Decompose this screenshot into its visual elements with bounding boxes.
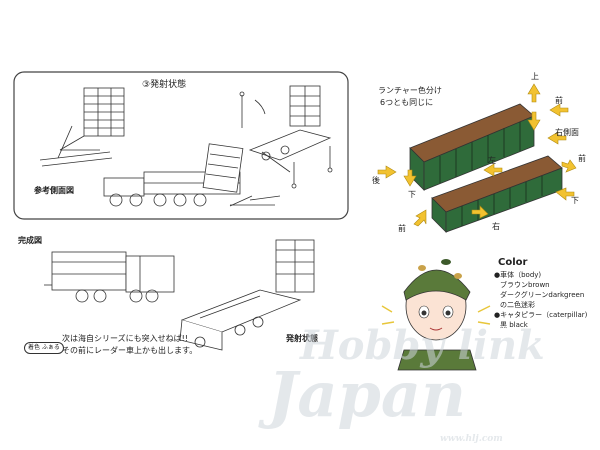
dir-down-2: 下 (571, 196, 579, 205)
color-body-brown: ブラウンbrown (500, 281, 550, 289)
arrow-up-icon (527, 83, 541, 103)
completed-label: 完成図 (18, 236, 42, 245)
note-line-2: その前にレーダー車上かも出します。 (62, 346, 198, 355)
firing-pointer-arrow (229, 195, 253, 207)
dir-down-1: 下 (408, 190, 416, 199)
firing-state-label: 発射状態 (286, 334, 318, 343)
arrow-down-left-icon (403, 169, 417, 187)
firing-truck-drawing (103, 143, 281, 207)
arrow-left-icon (483, 163, 503, 177)
color-cat-label: ●キャタピラー（caterpillar) (494, 311, 588, 319)
launcher-colors-subtitle: 6つとも同じに (380, 98, 434, 107)
dir-front-1: 前 (555, 96, 563, 105)
dir-up: 上 (531, 72, 539, 81)
mascot-illustration (381, 259, 491, 371)
launcher-canister-lower (431, 155, 563, 233)
color-body-label: ●車体（body) (494, 271, 542, 279)
arrow-back-icon (377, 165, 397, 179)
launcher-colors-title: ランチャー色分け (378, 86, 442, 95)
completed-firing-truck-drawing (179, 239, 315, 351)
note-line-1: 次は海自シリーズにも突入せねば!! (62, 334, 189, 343)
dir-right: 右 (492, 222, 500, 231)
color-body-darkgreen: ダークグリーンdarkgreen (500, 291, 585, 299)
direction-arrows (377, 83, 577, 227)
reference-launcher-drawing (39, 87, 125, 167)
arrow-right2-icon (471, 205, 489, 219)
arrow-front3-icon (413, 209, 427, 227)
dir-front-2: 前 (578, 154, 586, 163)
dir-front-3: 前 (398, 224, 406, 233)
trailer-detail-drawing (239, 85, 333, 189)
completed-truck-drawing (44, 251, 175, 303)
dir-left: 左 (488, 156, 496, 165)
arrow-down-icon (527, 111, 541, 131)
colorist-tag: 着色 ふぁる (24, 342, 64, 354)
reference-label: 参考側面図 (34, 186, 74, 195)
arrow-down-right-icon (555, 187, 575, 201)
arrow-front2-icon (561, 159, 577, 173)
arrow-front-icon (549, 103, 569, 117)
arrow-right-side-icon (547, 131, 567, 145)
color-cat-black: 黒 black (500, 321, 528, 329)
step-title: ③発射状態 (142, 80, 187, 90)
dir-right-side: 右側面 (555, 128, 579, 137)
step-frame (13, 71, 349, 220)
dir-back-1: 後 (372, 176, 380, 185)
color-body-note: の二色迷彩 (500, 301, 535, 309)
color-heading: Color (498, 257, 528, 268)
